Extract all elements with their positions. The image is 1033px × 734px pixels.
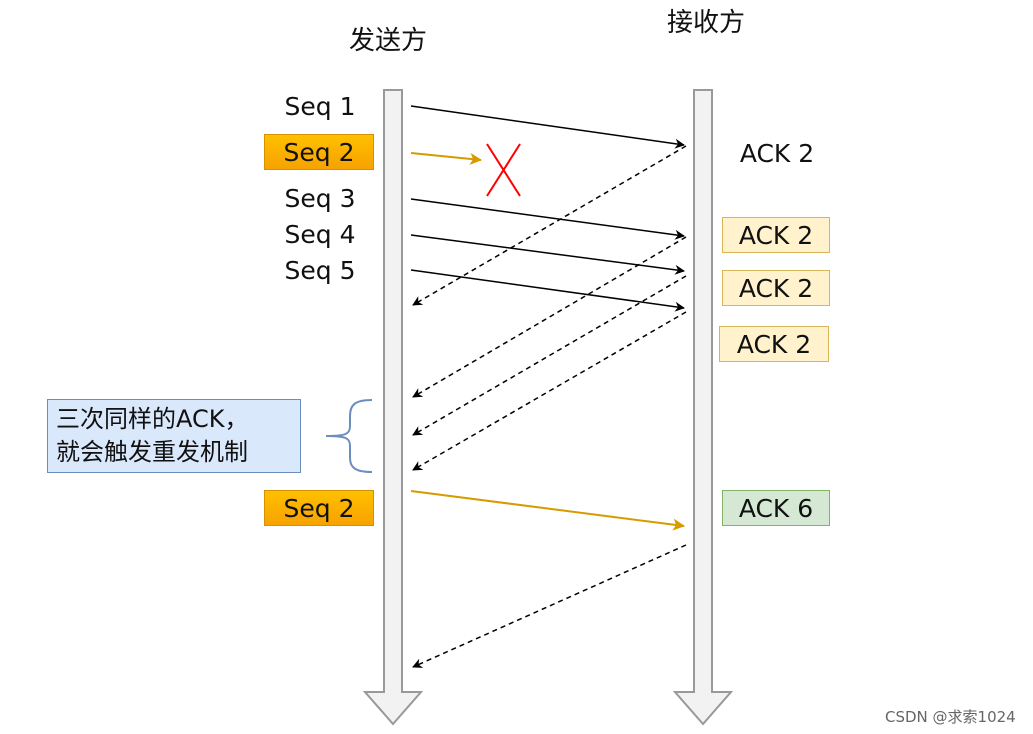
receiver-timeline [672,89,734,726]
seq4-arrow [410,234,685,275]
seq-label: Seq 1 [284,92,356,121]
watermark: CSDN @求索1024 [885,708,1016,726]
retransmit-note: 三次同样的ACK， 就会触发重发机制 [47,399,301,473]
receiver-title: 接收方 [667,8,746,38]
seq3-arrow [410,198,685,240]
ack-arrow-2 [412,236,687,398]
seq-label: Seq 4 [284,220,356,249]
ack-label: ACK 2 [739,139,815,168]
brace-icon [325,399,373,473]
seq1-arrow [410,105,685,149]
seq-label: Seq 3 [284,184,356,213]
ack-arrow-1 [412,145,687,306]
seq2-lost-arrow [410,152,482,165]
seq5-arrow [410,269,685,312]
seq-label: Seq 5 [284,256,356,285]
seq2-retransmit-arrow [410,490,685,531]
packet-lost-mark [486,143,521,197]
ack-label-dup: ACK 2 [722,217,830,253]
sender-title: 发送方 [349,26,428,56]
ack-label-dup: ACK 2 [719,326,829,362]
ack-arrow-5 [412,544,687,668]
ack-arrow-3 [412,275,687,436]
note-line-2: 就会触发重发机制 [56,438,248,466]
ack-arrow-4 [412,311,687,471]
ack-label-final: ACK 6 [722,490,830,526]
note-line-1: 三次同样的ACK， [56,405,249,433]
seq-label-retransmit: Seq 2 [264,490,374,526]
ack-label-dup: ACK 2 [722,270,830,306]
sender-timeline [362,89,424,726]
seq-label-lost: Seq 2 [264,134,374,170]
